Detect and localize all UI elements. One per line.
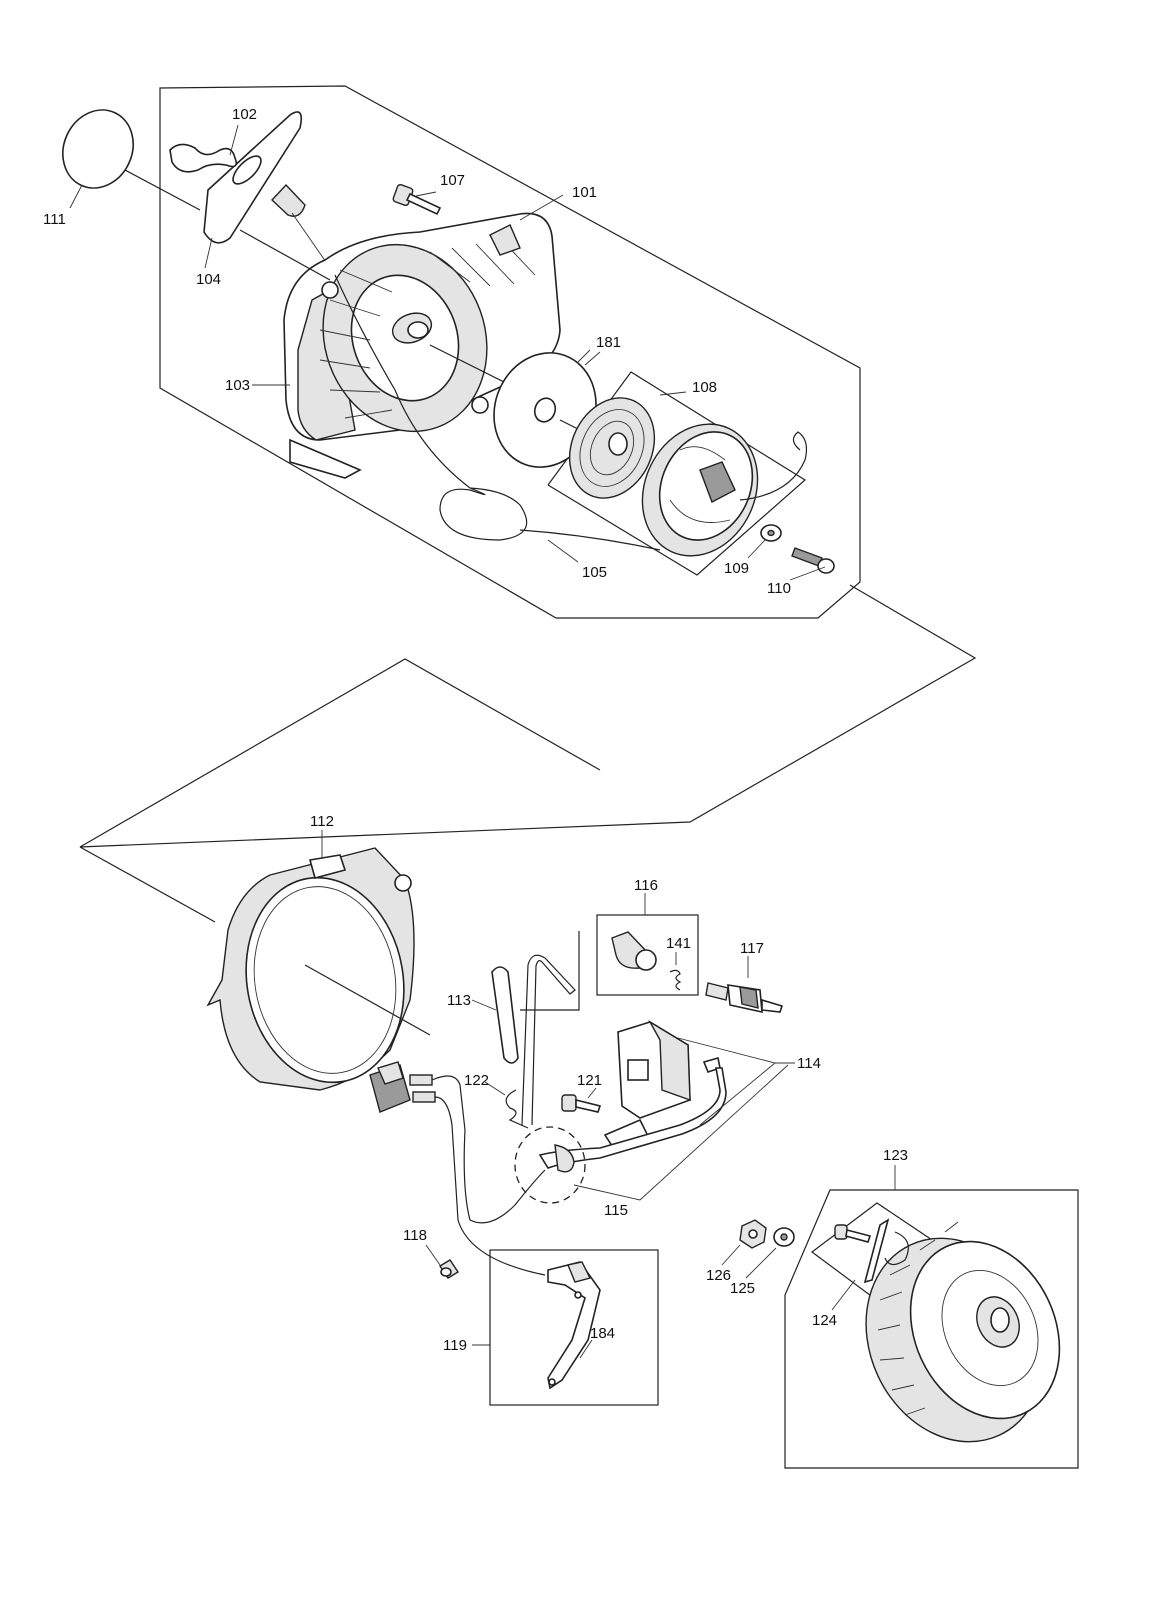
callout-114: 114 [797,1055,821,1072]
callout-126: 126 [706,1267,731,1284]
axis-line-fan [304,964,431,1036]
spark-plug-cap-frame [596,914,699,996]
callout-116: 116 [634,877,658,894]
spring-141 [669,969,682,991]
bolt-107 [392,183,442,216]
callout-119: 119 [443,1337,467,1354]
rope-link-102 [169,143,238,173]
callout-102: 102 [232,106,257,123]
grommet-115 [554,1144,575,1173]
rope-pulley-108 [641,423,759,557]
pawl-124 [834,1218,909,1284]
spark-plug-117 [705,982,784,1014]
flywheel-123 [865,1221,1061,1443]
spring-clip-122 [505,1089,529,1129]
stop-switch-body [369,1061,436,1113]
callout-118: 118 [403,1227,427,1244]
callout-107: 107 [440,172,465,189]
callout-122: 122 [464,1072,489,1089]
callout-141: 141 [666,935,691,952]
nut-126 [739,1219,767,1249]
callout-110: 110 [767,580,791,597]
starter-housing-103 [283,212,561,479]
axis-line-handle [239,229,331,281]
callout-123: 123 [883,1147,908,1164]
switch-lever-184 [547,1261,601,1390]
spark-plug-lead [521,954,576,1126]
callout-101: 101 [572,184,597,201]
callout-111: 111 [43,211,66,228]
callout-121: 121 [577,1072,602,1089]
callout-112: 112 [310,813,334,830]
axis-line-decal [124,169,201,211]
bolt-121 [561,1094,602,1113]
fan-housing-112 [206,847,415,1091]
callout-117: 117 [740,940,764,957]
stop-switch-frame [489,1249,659,1406]
callout-125: 125 [730,1280,755,1297]
tube-113 [491,966,519,1064]
cord-end-loop [739,431,808,501]
flywheel-frame [784,1189,1079,1469]
connector-frame-upper [79,584,977,848]
callout-113: 113 [447,992,471,1009]
spring-case [568,397,656,499]
leader-lines [69,124,896,1359]
grommet-115-highlight [514,1126,586,1204]
washer-109 [760,524,782,542]
callout-115: 115 [604,1202,628,1219]
spark-plug-cap [611,931,657,971]
rope-guide-frame [520,931,580,1011]
starter-assembly-frame [159,85,861,619]
callout-103: 103 [225,377,250,394]
washer-181 [493,352,597,468]
callout-104: 104 [196,271,221,288]
decal-111 [62,109,134,189]
switch-wire [431,1075,546,1224]
starter-handle-104 [203,111,336,276]
axis-line-housing [79,846,216,923]
callout-108: 108 [692,379,717,396]
starter-rope-105 [334,274,661,551]
callout-124: 124 [812,1312,837,1329]
switch-wire-2 [434,1096,546,1276]
callout-105: 105 [582,564,607,581]
callout-109: 109 [724,560,749,577]
callout-181: 181 [596,334,621,351]
callout-184: 184 [590,1325,615,1342]
grommet-118 [439,1259,459,1279]
screw-110 [791,547,835,574]
washer-125 [773,1227,795,1247]
